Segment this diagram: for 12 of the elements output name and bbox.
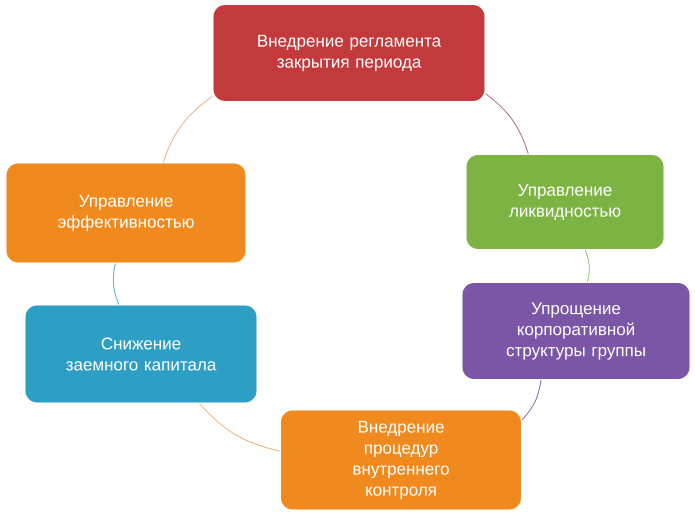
connector-arc (199, 403, 280, 452)
connector-arc (584, 250, 590, 282)
process-box: Управление ликвидностью (466, 154, 664, 250)
process-box: Снижение заемного капитала (24, 304, 258, 404)
process-box: Упрощение корпоративной структуры группы (462, 282, 690, 380)
process-box: Управление эффективностью (6, 162, 246, 264)
connector-arc (522, 380, 542, 420)
process-box: Внедрение процедур внутреннего контроля (280, 410, 522, 510)
connector-arc (485, 93, 529, 154)
connector-arc (112, 263, 120, 305)
connector-arc (162, 96, 213, 163)
process-box: Внедрение регламента закрытия периода (212, 4, 486, 102)
